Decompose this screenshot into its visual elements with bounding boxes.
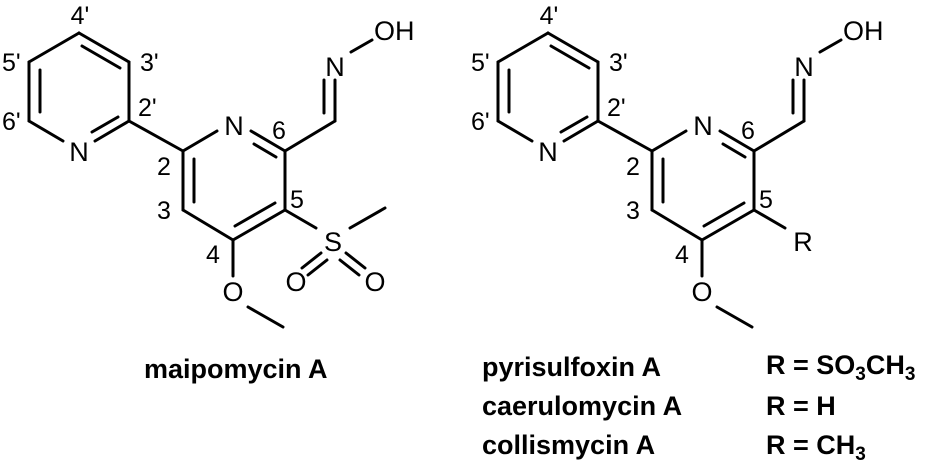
pyridine-n-label: N	[538, 137, 558, 167]
position-2: 2	[157, 153, 171, 181]
r-prefix: R =	[766, 430, 817, 460]
r-subscript: 3	[855, 364, 866, 385]
compound-name-caerulomycin-a: caerulomycin A	[482, 391, 683, 421]
sulfonyl-o1-label: O	[285, 267, 306, 297]
compound-name-pyrisulfoxin-a: pyrisulfoxin A	[482, 352, 662, 382]
position-4prime: 4'	[71, 2, 90, 30]
methoxy-o-label: O	[222, 277, 243, 307]
position-6prime: 6'	[2, 108, 21, 136]
position-5: 5	[290, 186, 304, 214]
core-n-label: N	[693, 111, 713, 141]
position-4: 4	[206, 241, 220, 269]
position-6: 6	[272, 117, 286, 145]
r-part: CH	[816, 430, 856, 460]
compound-name-collismycin-a: collismycin A	[482, 430, 656, 460]
r-part: H	[816, 391, 836, 421]
position-3: 3	[626, 197, 640, 225]
position-5prime: 5'	[2, 49, 21, 77]
r-part: SO	[816, 350, 856, 380]
position-2prime: 2'	[607, 94, 626, 122]
r-scaffold-structure: N N N OH R O 4' 5' 3' 2' 6' 6 2 5 3 4	[471, 2, 884, 329]
position-3prime: 3'	[609, 49, 628, 77]
sulfur-label: S	[324, 227, 342, 257]
oxime-n-label: N	[325, 52, 345, 82]
compound-name-maipomycin-a: maipomycin A	[144, 354, 328, 384]
position-5: 5	[759, 186, 773, 214]
oxime-oh-label: OH	[374, 16, 415, 46]
position-3prime: 3'	[140, 49, 159, 77]
position-2: 2	[626, 153, 640, 181]
position-5prime: 5'	[471, 49, 490, 77]
r-part: CH	[865, 350, 905, 380]
oxime-n-label: N	[794, 52, 814, 82]
position-6prime: 6'	[471, 108, 490, 136]
r-subscript: 3	[855, 444, 866, 465]
r-group-label: R	[793, 227, 813, 257]
core-n-label: N	[224, 111, 244, 141]
pyridine-n-label: N	[69, 137, 89, 167]
position-4prime: 4'	[540, 2, 559, 30]
r-prefix: R =	[766, 350, 817, 380]
sulfonyl-o2-label: O	[364, 267, 385, 297]
r-definition-pyrisulfoxin-a: R = SO3CH3	[766, 350, 915, 385]
r-subscript: 3	[904, 364, 916, 385]
r-definition-collismycin-a: R = CH3	[766, 430, 866, 465]
position-2prime: 2'	[138, 94, 157, 122]
r-definition-caerulomycin-a: R = H	[766, 393, 836, 420]
position-3: 3	[157, 197, 171, 225]
position-6: 6	[741, 117, 755, 145]
oxime-oh-label: OH	[843, 16, 884, 46]
maipomycin-a-structure: N N N OH S O O O 4' 5' 3' 2' 6' 6 2 5 3 …	[2, 2, 415, 329]
r-prefix: R =	[766, 391, 817, 421]
position-4: 4	[675, 241, 689, 269]
methoxy-o-label: O	[691, 277, 712, 307]
